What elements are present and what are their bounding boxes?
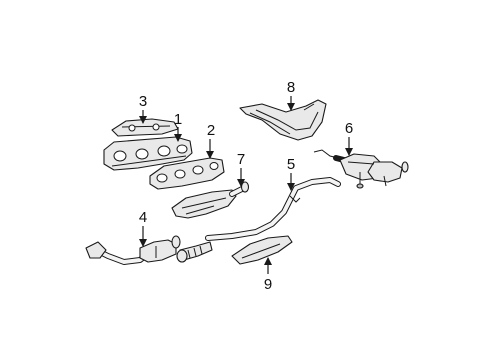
part-8-heat-shield: [239, 99, 327, 141]
callout-7: 7: [237, 151, 245, 168]
part-2-exhaust-manifold: [149, 157, 225, 190]
part-5-intermediate-pipe: [205, 177, 341, 241]
callout-1: 1: [174, 111, 182, 128]
part-6-muffler-assembly: [313, 149, 409, 189]
part-4-front-pipe: [85, 235, 181, 265]
part-7-catalytic-converter: [171, 181, 250, 219]
callout-4: 4: [139, 209, 147, 226]
part-3-heat-shield: [111, 118, 179, 137]
callout-6: 6: [345, 120, 353, 137]
callout-8: 8: [287, 79, 295, 96]
callout-3: 3: [139, 93, 147, 110]
callout-9: 9: [264, 276, 272, 293]
part-9-heat-shield: [231, 235, 293, 265]
callout-2: 2: [207, 122, 215, 139]
part-1-exhaust-manifold: [103, 136, 193, 171]
flex-pipe-section: [176, 241, 213, 263]
callout-5: 5: [287, 156, 295, 173]
